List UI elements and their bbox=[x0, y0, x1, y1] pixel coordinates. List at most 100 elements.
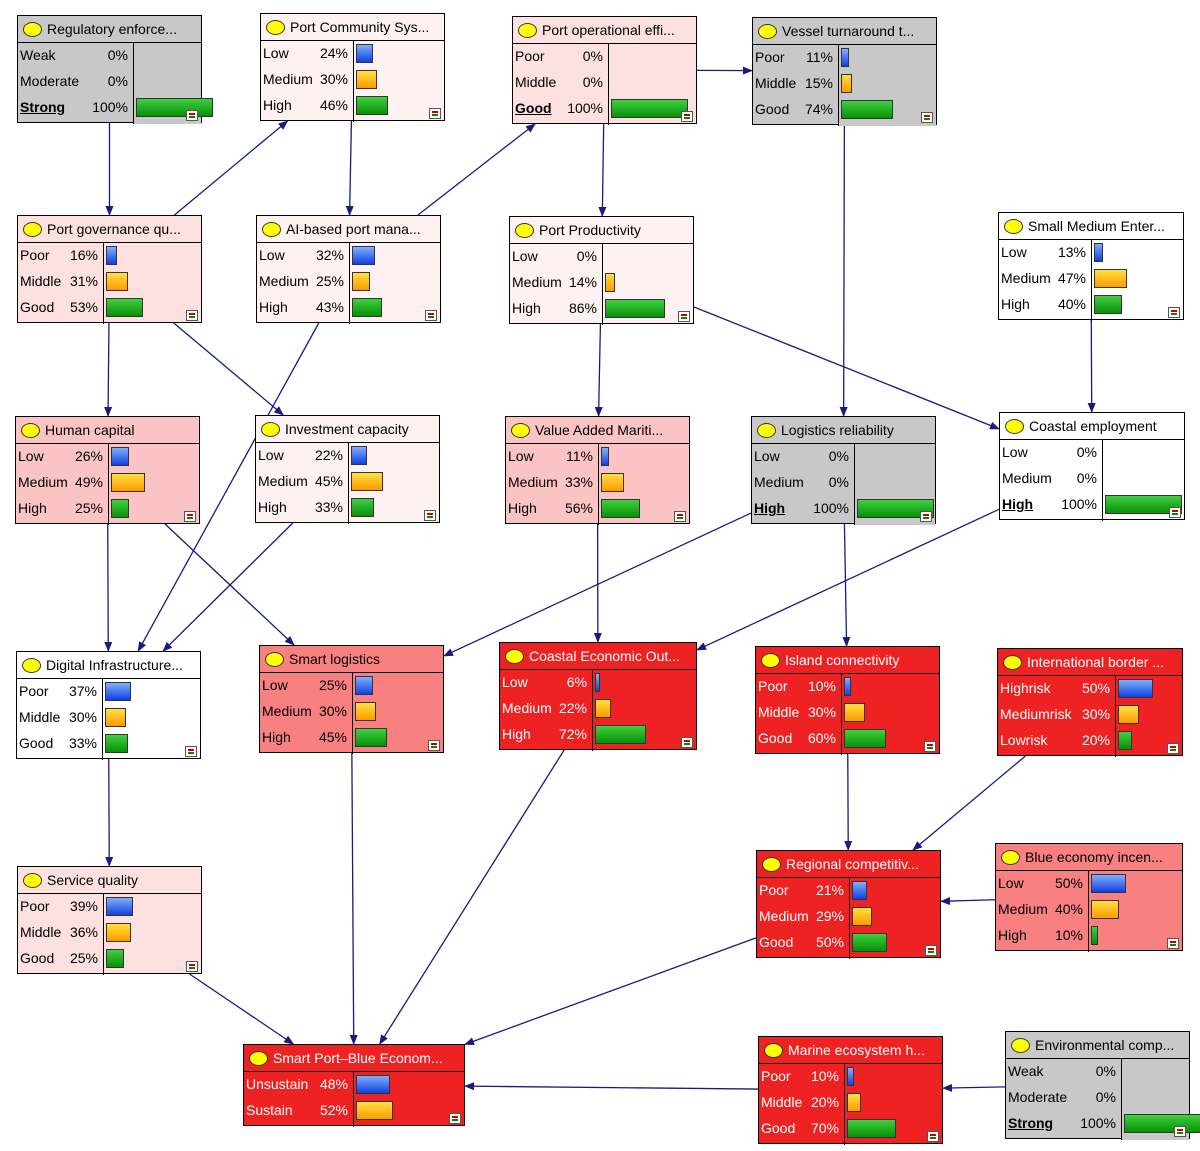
node-status-icon[interactable] bbox=[429, 108, 441, 119]
node-title[interactable]: Coastal Economic Out... bbox=[500, 643, 696, 670]
node-title[interactable]: Vessel turnaround t... bbox=[753, 18, 936, 45]
node-title[interactable]: Island connectivity bbox=[756, 647, 939, 674]
bulb-icon[interactable] bbox=[758, 23, 777, 39]
node-title[interactable]: Service quality bbox=[18, 867, 201, 894]
node-title[interactable]: International border ... bbox=[998, 649, 1182, 676]
bulb-icon[interactable] bbox=[511, 422, 530, 438]
node-title[interactable]: Human capital bbox=[16, 417, 199, 444]
bulb-icon[interactable] bbox=[265, 651, 284, 667]
node-status-icon[interactable] bbox=[921, 112, 933, 123]
node-title[interactable]: Port governance qu... bbox=[18, 216, 201, 243]
node-status-icon[interactable] bbox=[1169, 507, 1181, 518]
bulb-icon[interactable] bbox=[518, 22, 537, 38]
node-title[interactable]: Blue economy incen... bbox=[996, 844, 1182, 871]
node-status-icon[interactable] bbox=[920, 511, 932, 522]
bulb-icon[interactable] bbox=[22, 657, 41, 673]
node-title[interactable]: Digital Infrastructure... bbox=[17, 652, 200, 679]
bulb-icon[interactable] bbox=[757, 422, 776, 438]
bulb-icon[interactable] bbox=[23, 872, 42, 888]
node-status-icon[interactable] bbox=[1167, 938, 1179, 949]
node-title[interactable]: Coastal employment bbox=[1000, 413, 1184, 440]
node-status-icon[interactable] bbox=[186, 110, 198, 121]
bulb-icon[interactable] bbox=[266, 19, 285, 35]
bulb-icon[interactable] bbox=[262, 221, 281, 237]
node-title[interactable]: Value Added Mariti... bbox=[506, 417, 689, 444]
node-status-icon[interactable] bbox=[184, 511, 196, 522]
node-status-icon[interactable] bbox=[1167, 743, 1179, 754]
node-title[interactable]: Port operational effi... bbox=[513, 17, 696, 44]
node-title[interactable]: Smart logistics bbox=[260, 646, 443, 673]
node-title[interactable]: Environmental comp... bbox=[1006, 1032, 1189, 1059]
node-status-icon[interactable] bbox=[674, 511, 686, 522]
node-title[interactable]: Logistics reliability bbox=[752, 417, 935, 444]
bulb-icon[interactable] bbox=[764, 1042, 783, 1058]
bulb-icon[interactable] bbox=[1003, 654, 1022, 670]
bulb-icon[interactable] bbox=[505, 648, 524, 664]
node-status-icon[interactable] bbox=[186, 961, 198, 972]
bulb-icon[interactable] bbox=[23, 221, 42, 237]
node-title[interactable]: Smart Port–Blue Econom... bbox=[244, 1045, 464, 1072]
node-status-icon[interactable] bbox=[185, 746, 197, 757]
